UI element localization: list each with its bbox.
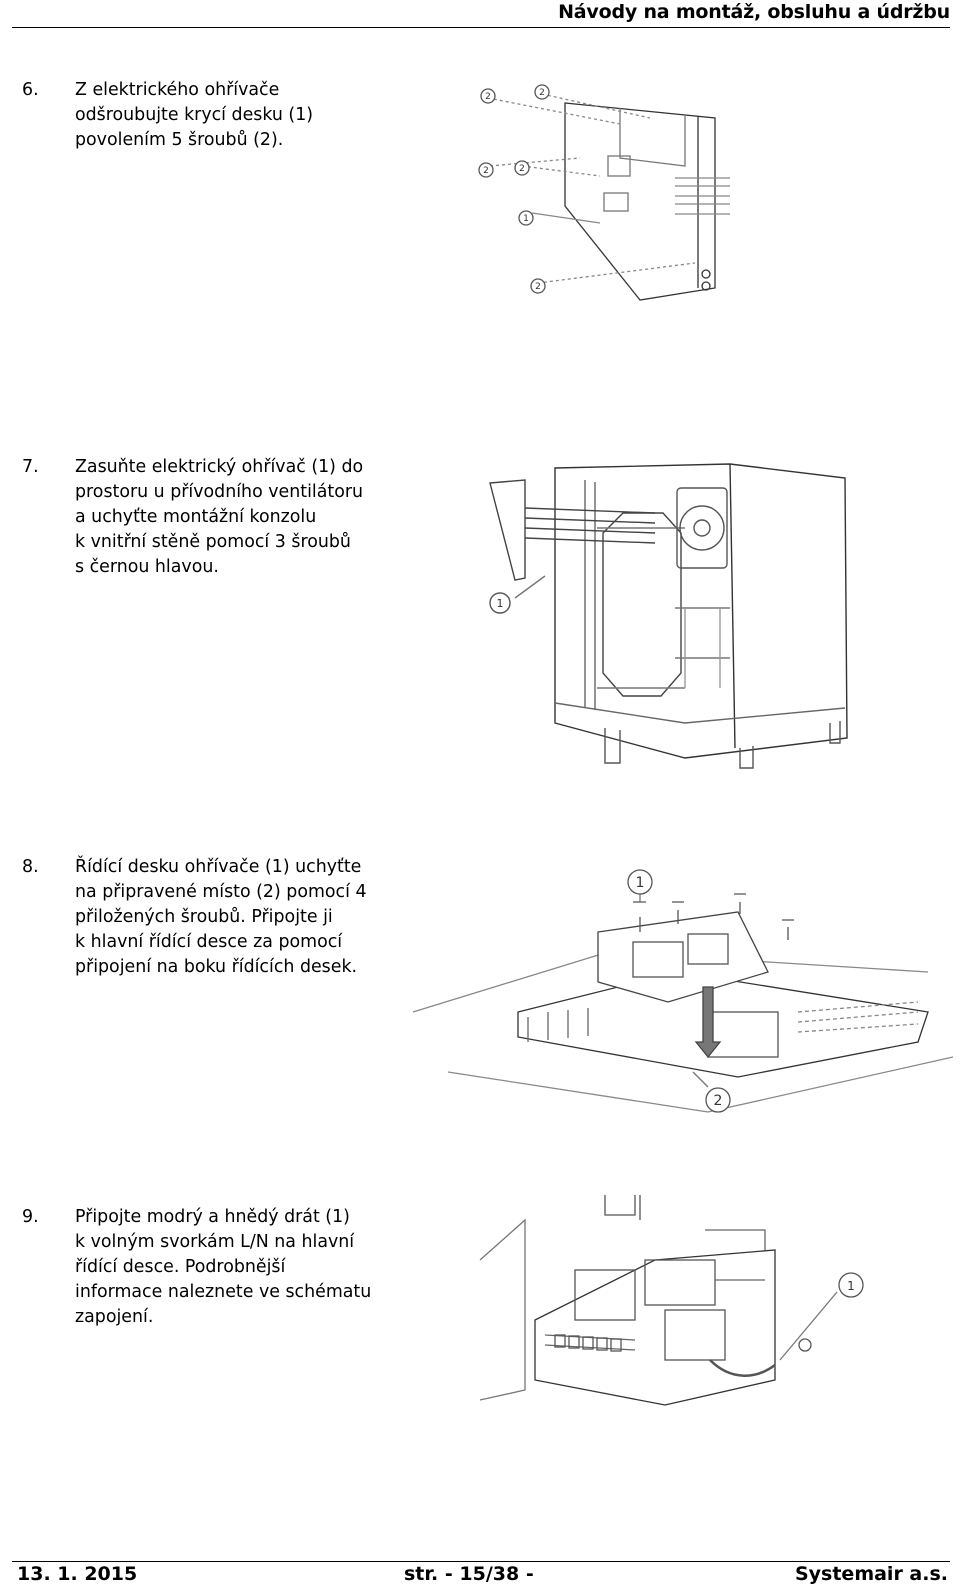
footer-date: 13. 1. 2015 xyxy=(17,1563,138,1585)
step-line: odšroubujte krycí desku (1) xyxy=(75,105,314,125)
page-header-title: Návody na montáž, obsluhu a údržbu xyxy=(558,1,950,23)
step-line: na připravené místo (2) pomocí 4 xyxy=(75,882,367,902)
step-line: informace naleznete ve schématu xyxy=(75,1282,372,1302)
step-number: 9. xyxy=(22,1207,39,1227)
step-line: s černou hlavou. xyxy=(75,557,219,577)
step-number: 6. xyxy=(22,80,39,100)
step-line: Z elektrického ohřívače xyxy=(75,80,280,100)
step-line: Zasuňte elektrický ohřívač (1) do xyxy=(75,457,364,477)
step-number: 7. xyxy=(22,457,39,477)
svg-text:1: 1 xyxy=(847,1279,855,1293)
header-divider xyxy=(12,27,950,28)
heater-cover-exploded-drawing: 2 2 2 2 1 2 xyxy=(470,78,730,313)
svg-text:2: 2 xyxy=(519,164,525,174)
svg-text:2: 2 xyxy=(535,282,541,292)
step-line: řídící desce. Podrobnější xyxy=(75,1257,286,1277)
step-line: povolením 5 šroubů (2). xyxy=(75,130,284,150)
svg-text:2: 2 xyxy=(485,92,491,102)
unit-with-heater-insertion-drawing: 1 xyxy=(485,458,860,778)
step-line: prostoru u přívodního ventilátoru xyxy=(75,482,364,502)
step-line: Řídící desku ohřívače (1) uchyťte xyxy=(75,857,362,877)
step-line: k hlavní řídící desce za pomocí xyxy=(75,932,343,952)
footer-divider xyxy=(12,1561,950,1562)
step-line: připojení na boku řídících desek. xyxy=(75,957,358,977)
svg-text:1: 1 xyxy=(636,875,645,891)
step-line: k volným svorkám L/N na hlavní xyxy=(75,1232,355,1252)
step-text: Zasuňte elektrický ohřívač (1) do prosto… xyxy=(75,455,405,580)
svg-text:2: 2 xyxy=(539,88,545,98)
step-line: a uchyťte montážní konzolu xyxy=(75,507,317,527)
footer-company: Systemair a.s. xyxy=(794,1563,948,1585)
step-line: k vnitřní stěně pomocí 3 šroubů xyxy=(75,532,351,552)
footer-page-number: str. - 15/38 - xyxy=(404,1563,534,1585)
step-text: Z elektrického ohřívače odšroubujte kryc… xyxy=(75,78,405,153)
svg-text:1: 1 xyxy=(497,597,504,610)
svg-text:1: 1 xyxy=(523,214,529,224)
step-text: Připojte modrý a hnědý drát (1) k volným… xyxy=(75,1205,405,1330)
svg-text:2: 2 xyxy=(483,166,489,176)
step-line: Připojte modrý a hnědý drát (1) xyxy=(75,1207,350,1227)
step-number: 8. xyxy=(22,857,39,877)
svg-text:2: 2 xyxy=(714,1093,723,1109)
control-board-mounting-drawing: 1 2 xyxy=(408,862,953,1127)
wire-connection-terminal-drawing: 1 xyxy=(475,1190,895,1415)
step-text: Řídící desku ohřívače (1) uchyťte na při… xyxy=(75,855,405,980)
step-line: přiložených šroubů. Připojte ji xyxy=(75,907,333,927)
step-line: zapojení. xyxy=(75,1307,154,1327)
